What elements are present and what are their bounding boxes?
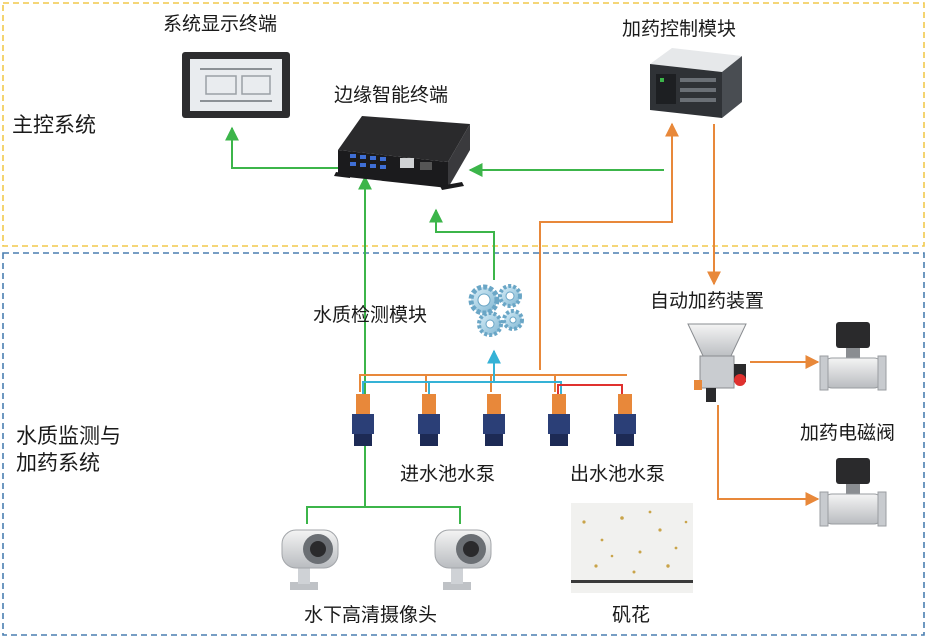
auto-dosing-device-icon [687,323,747,402]
display-terminal-icon [182,52,290,118]
edge-terminal-icon [334,116,470,190]
monitoring-region-label-line2: 加药系统 [16,451,100,476]
orange-links [359,122,820,506]
edge-terminal-label: 边缘智能终端 [334,84,449,106]
pump-icons [352,394,636,446]
camera-right-icon [434,529,492,590]
water-quality-module-label: 水质检测模块 [313,304,428,326]
pump-icon [483,394,505,446]
monitoring-region-label: 水质监测与 加药系统 [16,423,156,478]
cyan-links [362,349,562,396]
pump-icon [352,394,374,446]
edge-to-display-link [225,126,338,169]
floc-label: 矾花 [612,604,651,626]
floc-image [571,503,693,593]
pump-icon [548,394,570,446]
dosing-valve-top-icon [819,322,887,391]
camera-left-icon [281,529,339,590]
water-quality-to-edge-link [429,208,495,280]
main-control-region-label: 主控系统 [12,113,96,137]
dosing-valve-label: 加药电磁阀 [800,422,896,444]
dosing-control-label: 加药控制模块 [622,18,737,40]
auto-dosing-device-label: 自动加药装置 [650,290,765,312]
camera-to-edge-link [306,506,461,524]
water-quality-gears-icon [468,284,524,337]
display-terminal-label: 系统显示终端 [163,13,278,35]
pump-bus-cyan [362,381,562,396]
camera-label: 水下高清摄像头 [304,604,438,626]
main-control-region [2,2,925,247]
pump-bus-red [557,384,623,395]
inlet-pump-label: 进水池水泵 [400,463,496,485]
pump-bus-orange [359,374,627,392]
pump-icon [418,394,440,446]
red-links [557,384,623,395]
pump-icon [614,394,636,446]
monitoring-region-label-line1: 水质监测与 [16,424,121,448]
monitoring-region [2,252,925,636]
pumps-to-dosing-control-link [539,122,679,370]
dosing-valve-bottom-icon [819,458,887,527]
device-to-valve-bottom-link [717,405,820,506]
dosing-control-icon [650,48,742,118]
outlet-pump-label: 出水池水泵 [570,463,666,485]
green-links [225,126,664,524]
